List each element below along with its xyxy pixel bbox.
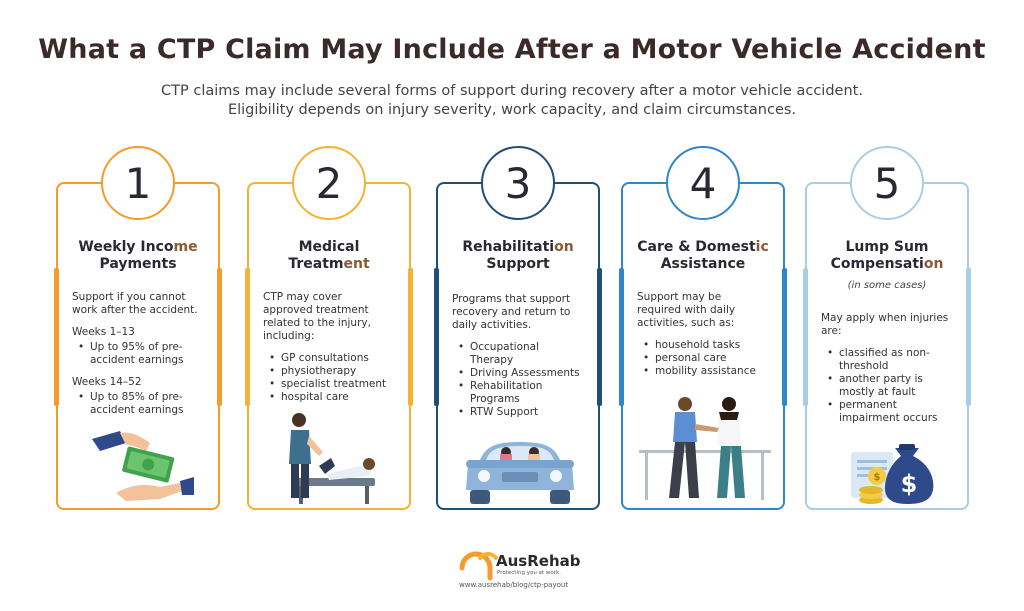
step-number: 2: [315, 158, 343, 208]
subtitle-line-2: Eligibility depends on injury severity, …: [227, 102, 797, 118]
subtitle-line-1: CTP claims may include several forms of …: [161, 83, 863, 99]
car-driving-icon: [466, 442, 574, 504]
money-hand-icon: [92, 431, 194, 501]
card-edge: [966, 268, 971, 406]
card-care-domestic: Care & Domestic Assistance Support may b…: [619, 182, 787, 510]
card-lump-sum: Lump Sum Compensation (in some cases) Ma…: [803, 182, 971, 510]
list-item: mobility assistance: [637, 365, 773, 378]
svg-text:$: $: [874, 472, 881, 483]
section-heading: Weeks 14–52: [72, 376, 142, 388]
step-number: 4: [689, 158, 717, 208]
list-item: GP consultations: [263, 352, 399, 365]
card-title-part: Compensati: [830, 256, 924, 272]
card-title: Rehabilitation Support: [438, 239, 598, 273]
card-rehabilitation-support: Rehabilitation Support Programs that sup…: [434, 182, 602, 510]
card-edge: [803, 268, 808, 406]
card-title-line: Lump Sum: [845, 239, 929, 255]
walking-assistance-icon: [639, 397, 771, 500]
card-edge: [597, 268, 602, 406]
card-title-line: Support: [486, 256, 550, 272]
physio-treatment-icon: [289, 413, 375, 504]
step-number-badge: 4: [666, 146, 740, 220]
card-title-line: Medical: [298, 239, 360, 255]
card-title-part: ent: [343, 256, 370, 272]
step-number-badge: 5: [850, 146, 924, 220]
list-item: specialist treatment: [263, 378, 399, 391]
card-title: Medical Treatment: [249, 239, 409, 273]
brand-tagline: Protecting you at work.: [497, 570, 561, 576]
step-number-badge: 1: [101, 146, 175, 220]
card-edge: [782, 268, 787, 406]
list-item: personal care: [637, 352, 773, 365]
card-edge: [54, 268, 59, 406]
card-edge: [619, 268, 624, 406]
list-item: household tasks: [637, 339, 773, 352]
card-title-part: Care & Domest: [637, 239, 756, 255]
card-edge: [408, 268, 413, 406]
step-number: 5: [873, 158, 901, 208]
list-item: RTW Support: [452, 406, 588, 419]
page-subtitle: CTP claims may include several forms of …: [0, 82, 1024, 120]
section-heading: Weeks 1–13: [72, 326, 135, 338]
brand-name: AusRehab: [496, 552, 581, 570]
card-text: work after the accident.: [72, 304, 198, 316]
card-title-part: Treatm: [288, 256, 344, 272]
card-title-line: Payments: [99, 256, 177, 272]
step-number: 3: [504, 158, 532, 208]
list-item: hospital care: [263, 391, 399, 404]
list-item: physiotherapy: [263, 365, 399, 378]
step-number-badge: 3: [481, 146, 555, 220]
page-title: What a CTP Claim May Include After a Mot…: [38, 34, 986, 65]
svg-text:$: $: [901, 470, 918, 498]
list-item: Driving Assessments: [452, 367, 588, 380]
card-edge: [245, 268, 250, 406]
card-text: Support if you cannot: [72, 291, 186, 303]
card-edge: [434, 268, 439, 406]
card-weekly-income: Weekly Income Payments Support if you ca…: [54, 182, 222, 510]
card-title-part: Rehabilitati: [462, 239, 555, 255]
list-item: classified as non-threshold: [821, 347, 957, 373]
card-note: (in some cases): [847, 280, 927, 291]
step-number: 1: [124, 158, 152, 208]
card-title-line: Assistance: [660, 256, 746, 272]
card-edge: [217, 268, 222, 406]
money-bag-icon: $ $: [851, 444, 934, 504]
ausrehab-logo-icon: [459, 551, 498, 581]
card-title-part: Weekly Inco: [78, 239, 174, 255]
card-title-part: me: [173, 239, 198, 255]
list-item: Up to 95% of pre-accident earnings: [72, 341, 208, 367]
card-title: Care & Domestic Assistance: [623, 239, 783, 273]
source-url: www.ausrehab/blog/ctp-payout: [459, 581, 569, 589]
card-title-part: ic: [755, 239, 769, 255]
card-title-part: on: [923, 256, 944, 272]
step-number-badge: 2: [292, 146, 366, 220]
card-title: Lump Sum Compensation: [807, 239, 967, 273]
card-title: Weekly Income Payments: [58, 239, 218, 273]
card-title-part: on: [554, 239, 574, 255]
list-item: Up to 85% of pre-accident earnings: [72, 391, 208, 417]
